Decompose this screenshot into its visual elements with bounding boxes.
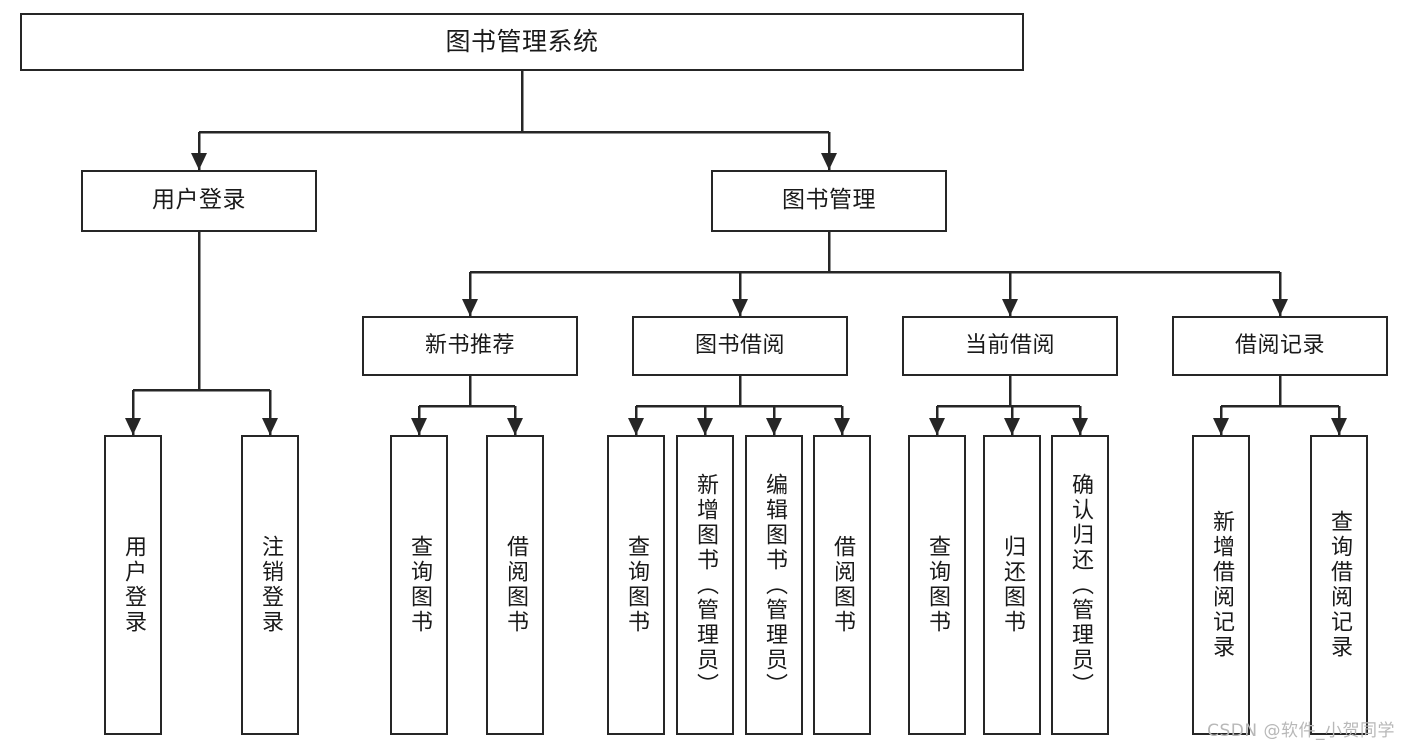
node-label: 借阅图书 [503, 535, 528, 635]
node-leaf_borrow_book_2[interactable]: 借阅图书 [813, 435, 871, 735]
node-leaf_add_book[interactable]: 新增图书（管理员） [676, 435, 734, 735]
node-current_borrow[interactable]: 当前借阅 [902, 316, 1118, 376]
node-leaf_return_book[interactable]: 归还图书 [983, 435, 1041, 735]
node-leaf_query_book_1[interactable]: 查询图书 [390, 435, 448, 735]
node-label: 新增图书（管理员） [693, 472, 718, 698]
node-label: 注销登录 [258, 535, 283, 635]
node-leaf_add_record[interactable]: 新增借阅记录 [1192, 435, 1250, 735]
node-label: 查询图书 [624, 535, 649, 635]
node-leaf_user_login[interactable]: 用户登录 [104, 435, 162, 735]
node-borrow_record[interactable]: 借阅记录 [1172, 316, 1388, 376]
node-leaf_query_book_3[interactable]: 查询图书 [908, 435, 966, 735]
node-user_login[interactable]: 用户登录 [81, 170, 317, 232]
node-book_manage[interactable]: 图书管理 [711, 170, 947, 232]
node-label: 图书借阅 [694, 333, 785, 359]
node-label: 借阅记录 [1234, 333, 1325, 359]
node-label: 查询图书 [925, 535, 950, 635]
node-label: 图书管理系统 [445, 27, 599, 57]
node-leaf_query_record[interactable]: 查询借阅记录 [1310, 435, 1368, 735]
node-label: 用户登录 [152, 187, 246, 214]
node-leaf_logout[interactable]: 注销登录 [241, 435, 299, 735]
node-label: 当前借阅 [964, 333, 1055, 359]
node-label: 新书推荐 [424, 333, 515, 359]
node-label: 新增借阅记录 [1209, 510, 1234, 660]
node-new_book_rec[interactable]: 新书推荐 [362, 316, 578, 376]
node-label: 确认归还（管理员） [1068, 472, 1093, 698]
node-label: 图书管理 [782, 187, 876, 214]
node-label: 查询图书 [407, 535, 432, 635]
node-root[interactable]: 图书管理系统 [20, 13, 1024, 71]
node-leaf_query_book_2[interactable]: 查询图书 [607, 435, 665, 735]
node-leaf_confirm_return[interactable]: 确认归还（管理员） [1051, 435, 1109, 735]
node-leaf_edit_book[interactable]: 编辑图书（管理员） [745, 435, 803, 735]
node-label: 借阅图书 [830, 535, 855, 635]
node-leaf_borrow_book_1[interactable]: 借阅图书 [486, 435, 544, 735]
node-book_borrow[interactable]: 图书借阅 [632, 316, 848, 376]
node-label: 编辑图书（管理员） [762, 472, 787, 698]
node-label: 查询借阅记录 [1327, 510, 1352, 660]
node-label: 归还图书 [1000, 535, 1025, 635]
node-label: 用户登录 [121, 535, 146, 635]
